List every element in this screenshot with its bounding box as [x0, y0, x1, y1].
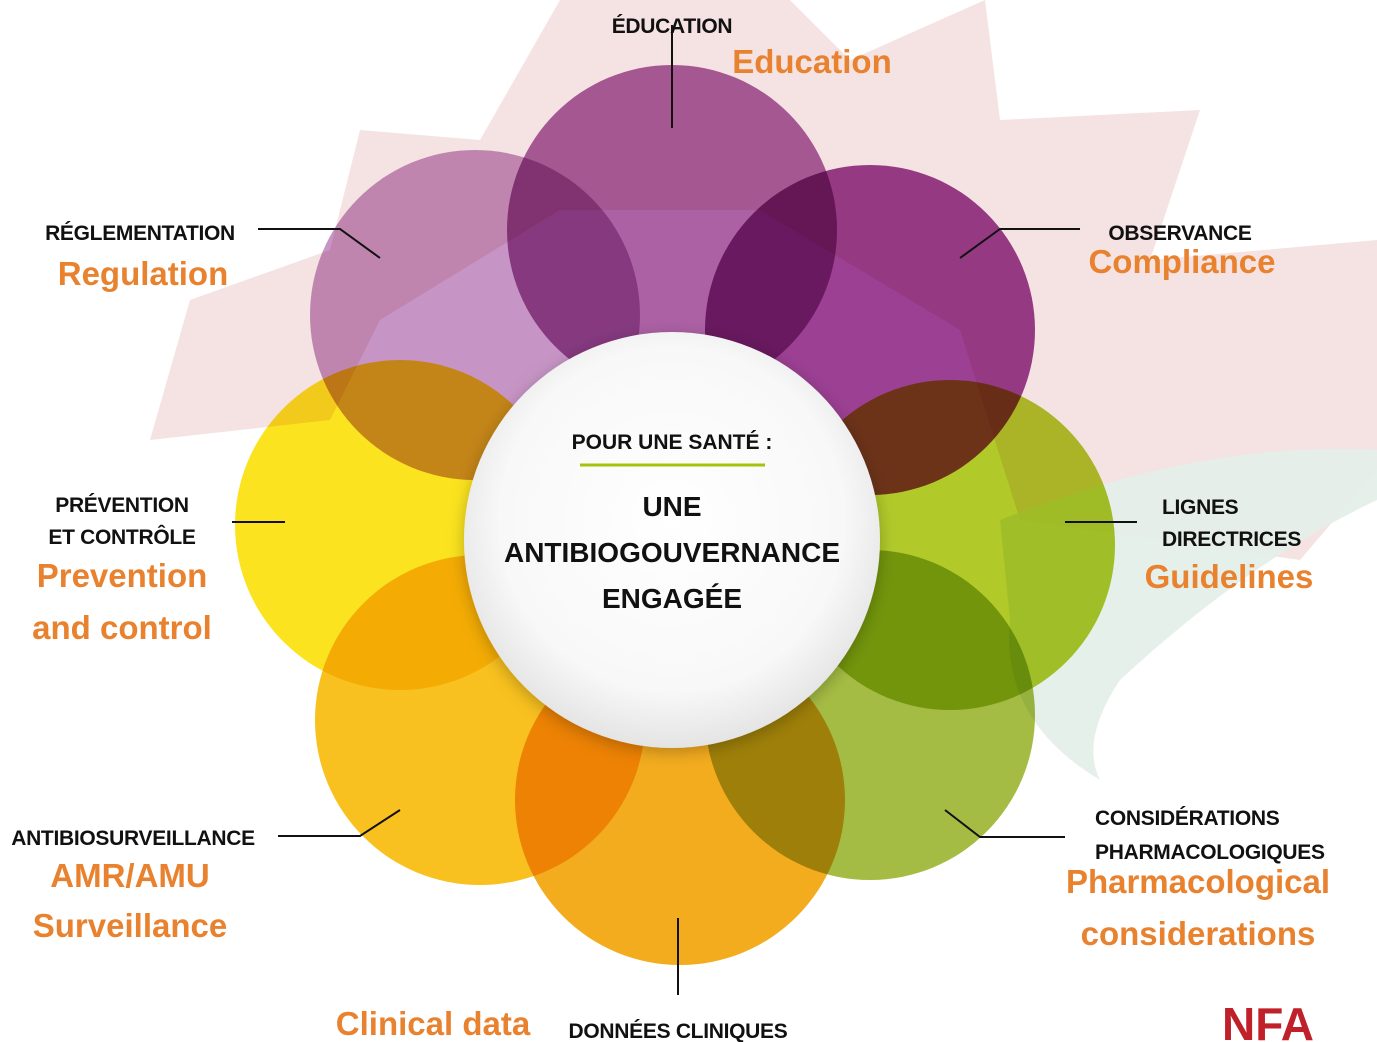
leader-line-surveillance [278, 809, 401, 837]
center-hub: POUR UNE SANTÉ : UNE ANTIBIOGOUVERNANCE … [464, 332, 880, 748]
center-circle [464, 332, 880, 748]
label-en-clinical-data: Clinical data [336, 1005, 531, 1042]
leader-lines [232, 25, 1137, 995]
center-line-3: ENGAGÉE [602, 583, 742, 614]
leader-line-pharmacological [944, 809, 1065, 838]
leader-line-compliance [959, 228, 1080, 259]
label-fr-prevention: PRÉVENTION [55, 494, 189, 517]
label-en-prevention: and control [32, 609, 212, 646]
label-en-surveillance: Surveillance [33, 907, 227, 944]
label-fr-guidelines: LIGNES [1162, 496, 1239, 519]
label-en-surveillance: AMR/AMU [50, 857, 209, 894]
leader-line-regulation [258, 228, 381, 259]
label-fr-pharmacological: CONSIDÉRATIONS [1095, 807, 1280, 830]
label-en-compliance: Compliance [1088, 243, 1275, 280]
label-fr-prevention: ET CONTRÔLE [48, 525, 195, 549]
label-en-prevention: Prevention [37, 557, 208, 594]
label-en-pharmacological: considerations [1081, 915, 1316, 952]
label-en-guidelines: Guidelines [1145, 558, 1314, 595]
background-maple-leaf [150, 0, 1377, 560]
label-fr-education: ÉDUCATION [612, 15, 733, 38]
label-fr-clinical-data: DONNÉES CLINIQUES [569, 1020, 788, 1042]
center-line-1: UNE [642, 491, 701, 522]
center-title: POUR UNE SANTÉ : [572, 431, 773, 454]
label-fr-pharmacological: PHARMACOLOGIQUES [1095, 841, 1325, 864]
nfa-logo: NFA [1222, 998, 1314, 1042]
label-en-regulation: Regulation [58, 255, 229, 292]
label-fr-regulation: RÉGLEMENTATION [45, 222, 235, 245]
label-fr-compliance: OBSERVANCE [1108, 222, 1252, 245]
label-fr-guidelines: DIRECTRICES [1162, 528, 1301, 551]
label-fr-surveillance: ANTIBIOSURVEILLANCE [11, 827, 255, 850]
center-line-2: ANTIBIOGOUVERNANCE [504, 537, 840, 568]
label-en-pharmacological: Pharmacological [1066, 863, 1330, 900]
petal-labels: ÉDUCATION EducationOBSERVANCEComplianceLI… [11, 15, 1330, 1042]
label-en-education: Education [732, 43, 892, 80]
